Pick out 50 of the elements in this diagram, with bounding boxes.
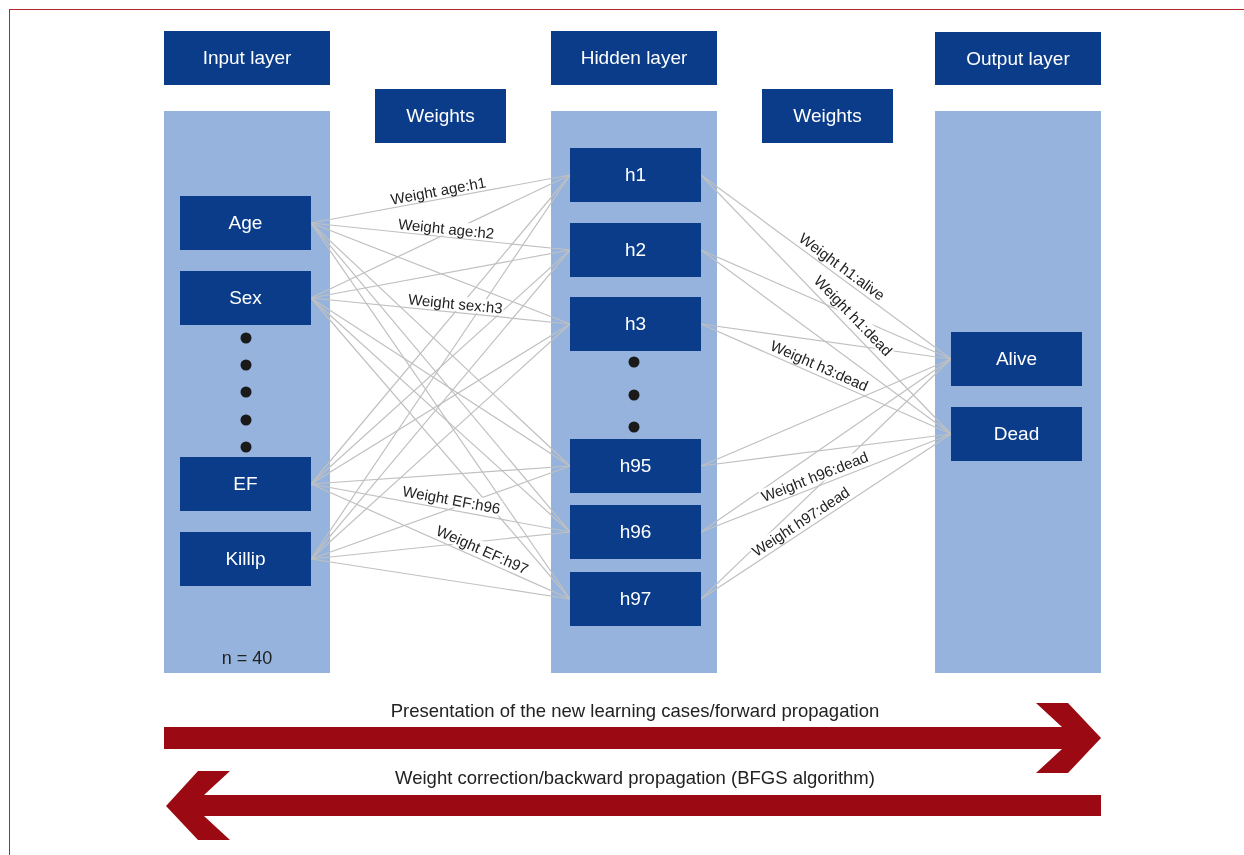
weights-heading: Weights [375,89,506,143]
connector-line [310,249,571,299]
layer-panel [935,111,1101,673]
neuron-box: Age [180,196,311,250]
layer-panel [551,111,717,673]
connector-line [310,465,571,560]
connector-line [310,174,571,224]
connector-line [700,323,952,360]
edge-label: Weight sex:h3 [406,291,505,316]
connector-line [700,358,952,467]
neuron-box: EF [180,457,311,511]
neuron-box: h2 [570,223,701,277]
arrow-caption: Weight correction/backward propagation (BFGS algorithm) [395,767,875,789]
connector-line [310,483,571,533]
connector-line [700,358,952,533]
edge-label: Weight age:h2 [396,215,496,241]
neuron-box: Sex [180,271,311,325]
connector-line [700,323,952,435]
connector-line [310,222,571,251]
arrow-caption: Presentation of the new learning cases/forward propagation [390,700,880,722]
neuron-box: h97 [570,572,701,626]
connector-line [310,222,571,325]
layer-heading: Output layer [935,32,1101,85]
connector-line [700,174,952,360]
layer-heading: Input layer [164,31,330,85]
connector-line [310,323,571,560]
connector-line [310,297,571,325]
connector-line [310,483,571,600]
neuron-box: Killip [180,532,311,586]
neuron-box: Alive [951,332,1082,386]
connector-line [310,465,571,485]
connector-line [310,249,571,560]
neuron-box: h3 [570,297,701,351]
connector-line [310,297,571,600]
connector-line [310,174,571,299]
weights-heading: Weights [762,89,893,143]
neuron-box: h96 [570,505,701,559]
connector-line [310,174,571,485]
count-label: n = 40 [220,648,274,669]
edge-label: Weight EF:h96 [400,483,503,517]
neuron-box: h1 [570,148,701,202]
connector-line [700,433,952,600]
layer-panel [164,111,330,673]
neuron-box: Dead [951,407,1082,461]
connector-line [310,531,571,560]
layer-heading: Hidden layer [551,31,717,85]
connector-line [700,249,952,435]
connector-line [310,222,571,467]
connector-line [310,558,571,600]
neuron-box: h95 [570,439,701,493]
